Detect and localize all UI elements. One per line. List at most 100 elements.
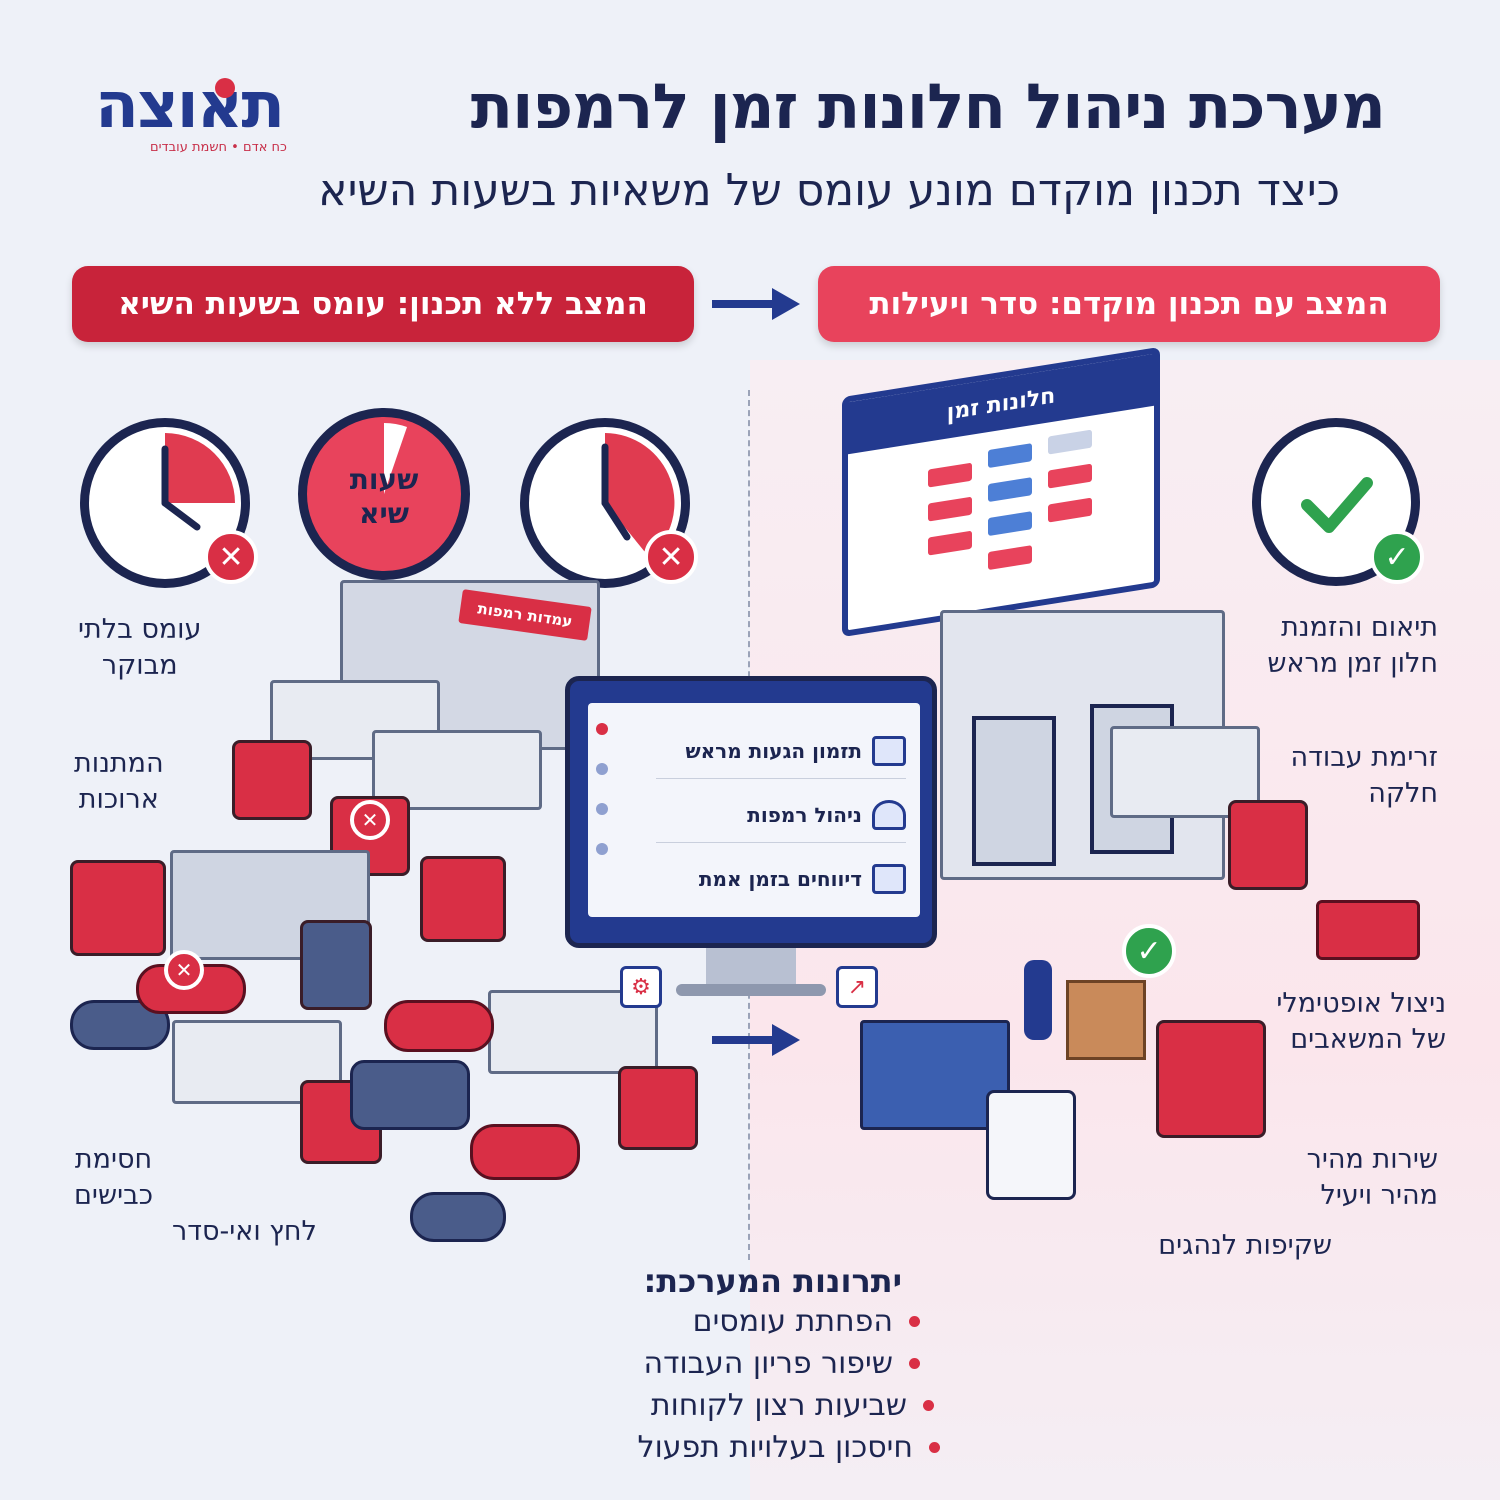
bullet-dot-icon [909,1316,920,1327]
cargo-boxes [1066,980,1146,1060]
bar-chart-icon [872,864,906,894]
truck-trailer-blue [860,1020,1010,1130]
check-badge-icon: ✓ [1370,530,1424,584]
label-transparency: שקיפות לנהגים [1158,1230,1332,1261]
label-long-waits: המתנות ארוכות [74,746,164,818]
label-line: שירות מהיר [1306,1144,1438,1175]
logo-dot-icon [215,78,235,98]
label-stress: לחץ ואי-סדר [172,1216,317,1247]
schedule-cell [988,443,1032,469]
arrow-right-icon [712,1024,800,1056]
truck-cab [300,920,372,1010]
menu-item-label: ניהול רמפות [747,802,862,827]
arrow-right-icon [712,288,800,320]
x-mark-icon: ✕ [644,530,698,584]
bullet-dot-icon [909,1358,920,1369]
truck-cab [1228,800,1308,890]
advantage-item: הפחתת עומסים [693,1304,920,1339]
label-optimal-use: ניצול אופטימלי של המשאבים [1276,986,1446,1058]
banner-with-planning: המצב עם תכנון מוקדם: סדר ויעילות [818,266,1440,342]
label-line: חלקה [1368,778,1438,809]
monitor-stand [706,948,796,988]
label-uncontrolled-load: עומס בלתי מבוקר [78,612,201,684]
label-smooth-flow: זרימת עבודה חלקה [1290,740,1438,812]
monitor-screen: תזמון הגעות מראש ניהול רמפות דיווחים בזמ… [588,703,920,917]
label-line: תיאום והזמנת [1281,612,1438,643]
car [410,1192,506,1242]
menu-item-ramps[interactable]: ניהול רמפות [656,787,906,843]
truck-cab [232,740,312,820]
clock-face-icon [384,423,407,494]
label-line: מבוקר [101,650,178,681]
bullet-dot-icon [929,1442,940,1453]
brand-logo: תאוצה [95,72,355,147]
x-mark-icon: ✕ [204,530,258,584]
gear-icon: ⚙ [620,966,662,1008]
label-line: חסימת [74,1144,153,1175]
dock-door [972,716,1056,866]
truck-cab [1156,1020,1266,1138]
checkmark-icon [1301,477,1373,533]
menu-item-label: תזמון הגעות מראש [685,738,862,763]
menu-item-reports[interactable]: דיווחים בזמן אמת [656,851,906,907]
car [470,1124,580,1180]
label-line: עומס בלתי [78,614,202,645]
advantage-text: הפחתת עומסים [692,1304,893,1339]
label-line: זרימת עבודה [1290,742,1438,773]
clock-face-icon [601,433,675,557]
status-dot [596,803,608,815]
status-dot [596,763,608,775]
page-title: מערכת ניהול חלונות זמן לרמפות [470,70,1386,143]
clock-peak: שעות שיא [298,408,470,580]
clock-face-icon [161,433,235,531]
page-subtitle: כיצד תכנון מוקדם מונע עומס של משאיות בשע… [318,165,1340,216]
advantages-title: יתרונות המערכת: [643,1262,902,1300]
schedule-cell [988,545,1032,571]
menu-item-scheduling[interactable]: תזמון הגעות מראש [656,723,906,779]
status-dot [596,723,608,735]
advantage-text: חיסכון בעלויות תפעול [637,1430,913,1465]
truck-cab [420,856,506,942]
check-badge-icon: ✓ [1122,924,1176,978]
label-line: מהיר ויעיל [1320,1180,1438,1211]
trend-chart-icon: ↗ [836,966,878,1008]
label-coordination: תיאום והזמנת חלון זמן מראש [1267,610,1438,682]
schedule-cell [1048,463,1092,489]
label-line: ארוכות [78,784,159,815]
logo-tagline: כח אדם • חשמת עובדים [150,140,287,155]
advantage-item: שיפור פריון העבודה [644,1346,920,1381]
truck-cab-white [986,1090,1076,1200]
calendar-icon [872,735,906,766]
logo-text: תאוצה [95,69,285,143]
schedule-cell [988,477,1032,503]
status-dot [596,843,608,855]
peak-hours-label: שעות שיא [307,463,461,531]
peak-label-line2: שיא [359,497,409,530]
menu-item-label: דיווחים בזמן אמת [698,867,862,891]
schedule-cell [928,496,972,522]
peak-label-line1: שעות [349,463,419,496]
schedule-cell [928,530,972,556]
label-line: המתנות [74,748,164,779]
forklift [1316,900,1420,960]
x-mark-icon: ✕ [164,950,204,990]
advantage-text: שיפור פריון העבודה [643,1346,893,1381]
schedule-cell [1048,429,1092,455]
dashboard-monitor: תזמון הגעות מראש ניהול רמפות דיווחים בזמ… [565,676,937,948]
truck-cab [70,860,166,956]
banner-without-planning: המצב ללא תכנון: עומס בשעות השיא [72,266,694,342]
x-mark-icon: ✕ [350,800,390,840]
label-line: של המשאבים [1290,1024,1446,1055]
label-line: ניצול אופטימלי [1276,988,1446,1019]
advantage-text: שביעות רצון לקוחות [650,1388,907,1423]
bullet-dot-icon [923,1400,934,1411]
clock-left [80,418,250,588]
schedule-cell [988,511,1032,537]
bell-icon [872,799,906,830]
schedule-cell [928,462,972,488]
worker-figure [1024,960,1052,1040]
label-line: כבישים [74,1180,154,1211]
label-line: חלון זמן מראש [1267,648,1438,679]
truck-cab [618,1066,698,1150]
label-fast-service: שירות מהיר מהיר ויעיל [1307,1142,1438,1214]
